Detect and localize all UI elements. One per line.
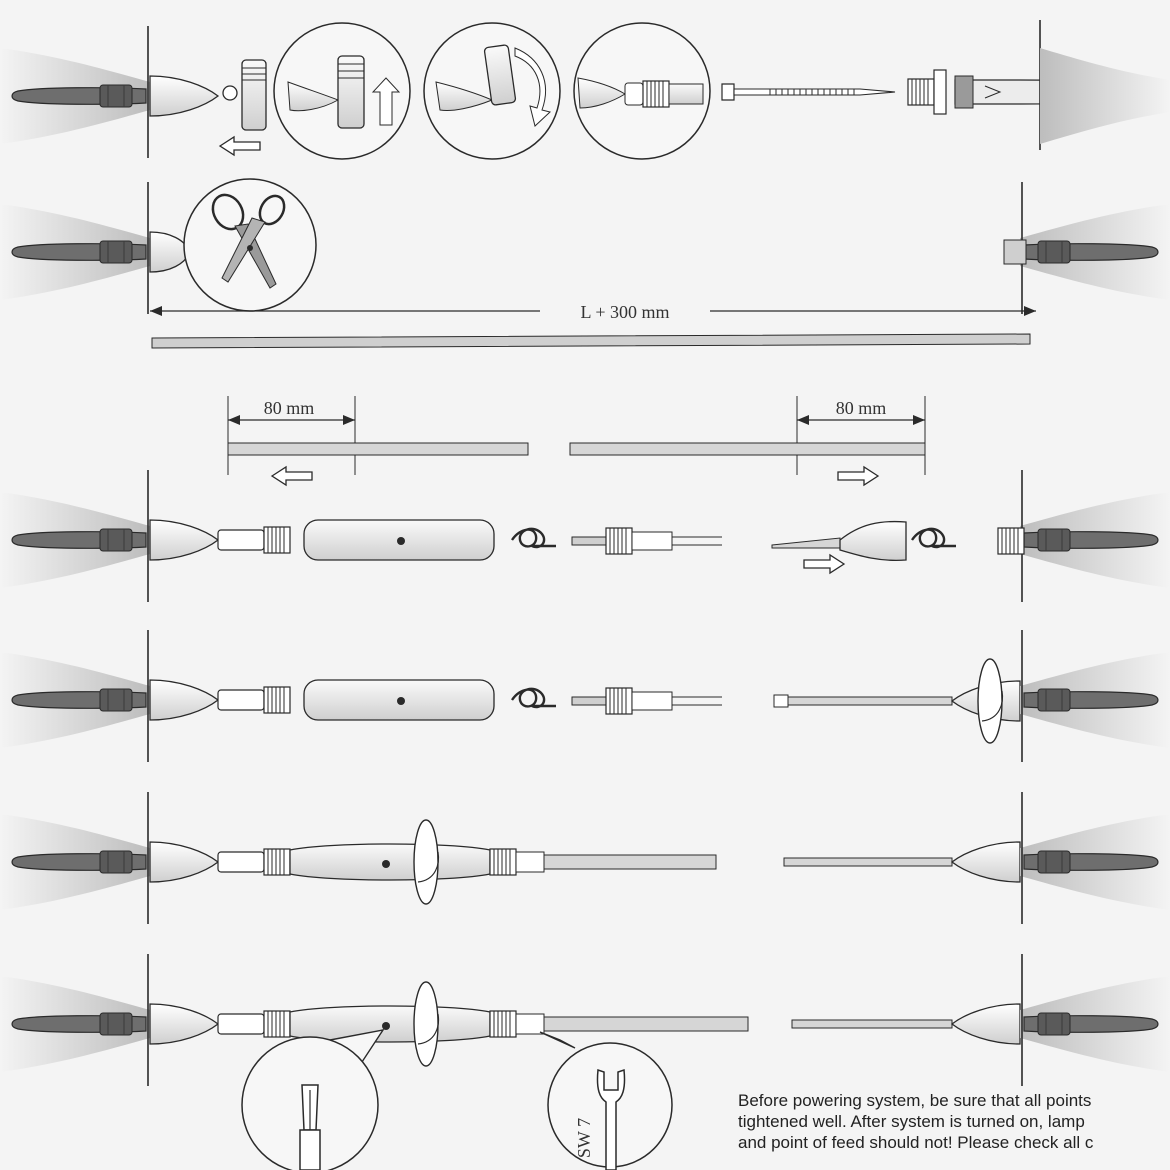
safety-note-line-1: Before powering system, be sure that all… — [738, 1090, 1170, 1111]
step-1-assembly — [0, 20, 1170, 159]
strip-right-label: 80 mm — [836, 398, 887, 418]
detail-circle-rotate — [424, 23, 560, 159]
threaded-bushing — [908, 70, 946, 114]
step-5-tension — [0, 630, 1170, 762]
detail-circle-wrench: SW 7 — [540, 1032, 672, 1170]
knot-icon — [512, 689, 556, 707]
step-6-tighten — [0, 792, 1170, 924]
overall-length-label: L + 300 mm — [581, 302, 670, 322]
knot-icon — [512, 529, 556, 547]
step-2-cut: L + 300 mm — [0, 179, 1170, 348]
safety-note-line-3: and point of feed should not! Please che… — [738, 1132, 1170, 1153]
detail-circle-scissors — [184, 179, 316, 311]
strip-left-label: 80 mm — [264, 398, 315, 418]
wrench-size-label: SW 7 — [574, 1118, 594, 1158]
detail-circle-insert — [274, 23, 410, 159]
rotation-arrow-icon — [414, 820, 438, 904]
safety-note: Before powering system, be sure that all… — [738, 1090, 1170, 1153]
screw — [722, 84, 895, 100]
arrow-icon — [272, 467, 312, 485]
detail-circle-assembled — [574, 23, 710, 159]
step-4-knot — [0, 470, 1170, 602]
dimension-overall: L + 300 mm — [150, 302, 1036, 322]
cable-full — [152, 334, 1030, 348]
rotation-arrow-icon — [978, 659, 1002, 743]
rotation-arrow-icon — [414, 982, 438, 1066]
arrow-icon — [838, 467, 878, 485]
safety-note-line-2: tightened well. After system is turned o… — [738, 1111, 1170, 1132]
threaded-coupler — [242, 60, 266, 130]
arrow-icon — [804, 555, 844, 573]
detail-circle-screwdriver — [242, 1030, 383, 1170]
arrow-icon — [220, 137, 260, 155]
step-3-strip: 80 mm 80 mm — [228, 396, 925, 485]
knot-icon — [912, 529, 956, 547]
